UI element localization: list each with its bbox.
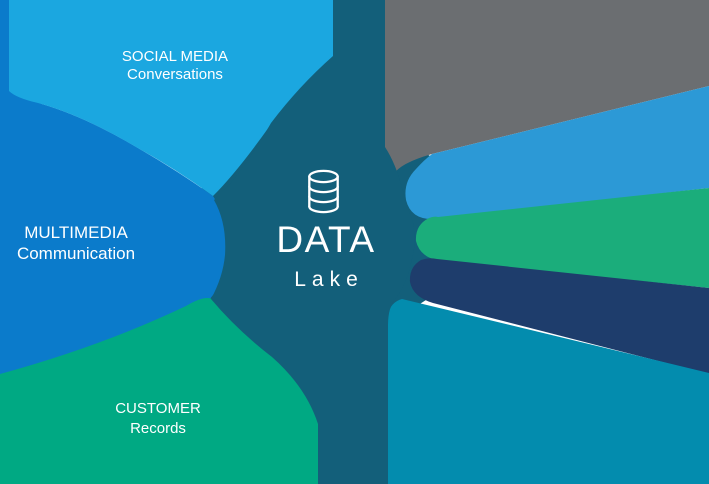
social-media-blob bbox=[9, 0, 346, 196]
multimedia-label-line2: Communication bbox=[16, 244, 136, 263]
customer-label: CUSTOMER Records bbox=[115, 399, 201, 439]
data-lake-title: DATA bbox=[276, 219, 376, 260]
database-icon bbox=[308, 169, 339, 214]
social-media-label-line2: Conversations bbox=[127, 66, 223, 83]
output-stream-green bbox=[415, 188, 709, 288]
customer-blob bbox=[0, 298, 330, 484]
data-lake-core bbox=[211, 0, 415, 484]
data-lake-subtitle: Lake bbox=[294, 268, 364, 291]
output-stream-gray bbox=[385, 0, 709, 175]
customer-label-line2: Records bbox=[130, 420, 186, 437]
social-media-label-line1: SOCIAL MEDIA bbox=[121, 48, 229, 65]
output-stream-teal bbox=[388, 299, 709, 484]
multimedia-label-line1: MULTIMEDIA bbox=[24, 223, 128, 242]
multimedia-label: MULTIMEDIA Communication bbox=[17, 222, 135, 264]
social-media-label: SOCIAL MEDIA Conversations bbox=[122, 48, 228, 84]
multimedia-blob bbox=[0, 0, 230, 377]
customer-label-line1: CUSTOMER bbox=[115, 400, 201, 417]
output-stream-navy bbox=[409, 258, 709, 374]
output-stream-blue bbox=[405, 86, 709, 220]
